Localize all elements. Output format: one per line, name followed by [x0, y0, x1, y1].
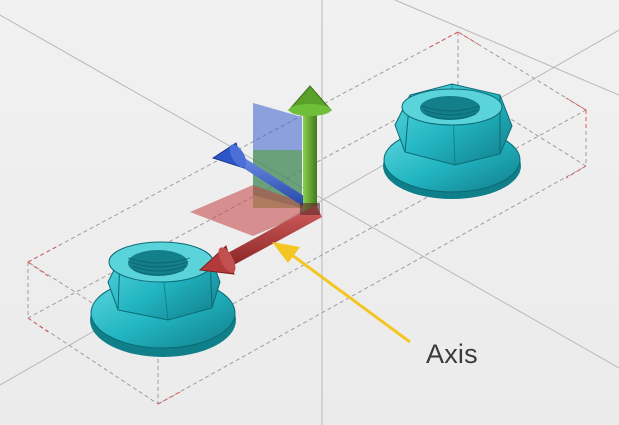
hex-flange-nut-front[interactable]	[90, 241, 236, 357]
gizmo-origin[interactable]	[300, 203, 320, 215]
y-axis-arrow[interactable]	[287, 85, 333, 212]
callout-arrow	[272, 242, 411, 344]
axis-callout-label: Axis	[426, 339, 478, 369]
x-axis-arrow[interactable]	[198, 205, 322, 275]
axis-gizmo[interactable]	[190, 85, 333, 275]
xz-plane-handle[interactable]	[190, 185, 318, 236]
z-axis-arrow[interactable]	[211, 142, 318, 212]
hex-flange-nut-back[interactable]	[383, 83, 521, 199]
